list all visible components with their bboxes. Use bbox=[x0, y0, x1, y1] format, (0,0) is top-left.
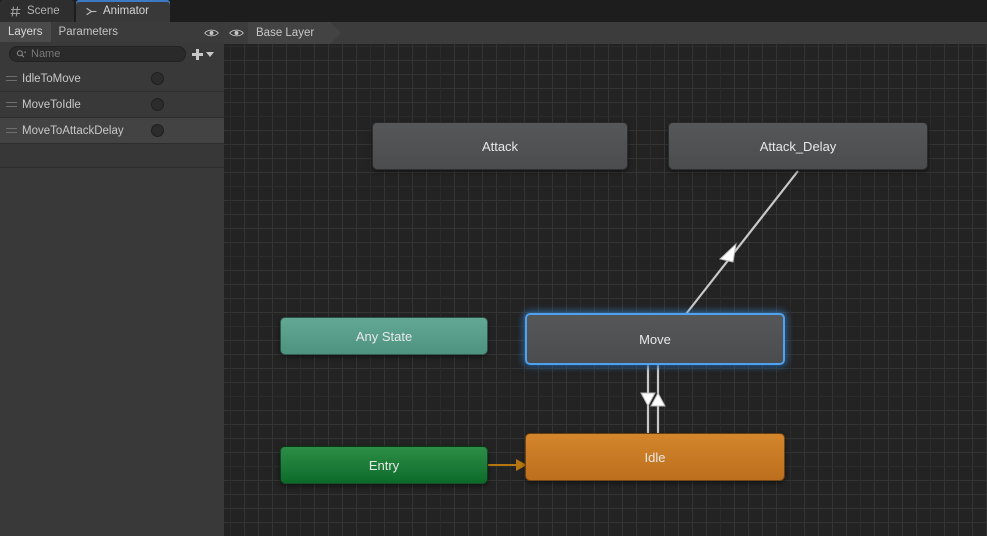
drag-handle-icon[interactable] bbox=[0, 75, 22, 82]
transition-idle-to-move bbox=[650, 365, 666, 433]
drag-handle-icon[interactable] bbox=[0, 101, 22, 108]
subtab-layers[interactable]: Layers bbox=[0, 22, 51, 42]
animator-graph-canvas[interactable]: Attack Attack_Delay Any State Move Entry… bbox=[224, 44, 987, 536]
state-node-attack[interactable]: Attack bbox=[372, 122, 628, 170]
window-tabbar: Scene Animator bbox=[0, 0, 987, 22]
tab-animator[interactable]: Animator bbox=[76, 0, 170, 22]
breadcrumb: Base Layer bbox=[224, 22, 987, 44]
transition-entry-to-idle bbox=[488, 459, 527, 471]
layer-list-item-selected[interactable]: MoveToAttackDelay bbox=[0, 118, 224, 144]
search-input-placeholder: Name bbox=[31, 48, 61, 60]
state-node-label: Idle bbox=[644, 449, 666, 465]
layer-name: MoveToAttackDelay bbox=[22, 124, 124, 137]
layer-weight-dial-icon[interactable] bbox=[151, 124, 164, 137]
transition-move-to-attack-delay bbox=[685, 170, 799, 315]
subtab-layers-label: Layers bbox=[8, 26, 43, 38]
drag-handle-icon[interactable] bbox=[0, 127, 22, 134]
state-node-label: Move bbox=[639, 331, 671, 347]
layer-list-divider bbox=[0, 167, 224, 168]
layer-search-row: Name bbox=[0, 42, 224, 66]
plus-icon bbox=[192, 48, 203, 60]
layers-panel-empty-area bbox=[0, 168, 224, 536]
tab-scene[interactable]: Scene bbox=[0, 0, 74, 22]
state-node-label: Attack_Delay bbox=[759, 138, 837, 154]
tab-animator-label: Animator bbox=[103, 5, 150, 17]
eye-icon bbox=[228, 29, 244, 37]
state-node-entry[interactable]: Entry bbox=[280, 446, 488, 484]
state-node-label: Any State bbox=[355, 328, 413, 344]
layers-panel-subtabs: Layers Parameters bbox=[0, 22, 224, 42]
caret-down-icon bbox=[206, 51, 214, 57]
layer-weight-dial-icon[interactable] bbox=[151, 98, 164, 111]
layer-list: IdleToMove MoveToIdle MoveToAttackDelay bbox=[0, 66, 224, 144]
search-input[interactable]: Name bbox=[9, 46, 186, 62]
layer-visibility-toggle[interactable] bbox=[198, 22, 224, 44]
search-icon bbox=[16, 50, 27, 58]
graph-visibility-toggle[interactable] bbox=[224, 22, 248, 44]
layers-panel: Layers Parameters Name bbox=[0, 22, 224, 536]
layer-weight-dial-icon[interactable] bbox=[151, 72, 164, 85]
eye-icon bbox=[203, 29, 219, 37]
layer-list-item[interactable]: IdleToMove bbox=[0, 66, 224, 92]
subtab-parameters[interactable]: Parameters bbox=[51, 22, 126, 42]
add-layer-button[interactable] bbox=[188, 45, 218, 63]
grid-icon bbox=[10, 6, 21, 16]
layer-list-item[interactable]: MoveToIdle bbox=[0, 92, 224, 118]
state-node-label: Attack bbox=[481, 138, 519, 154]
tab-scene-label: Scene bbox=[27, 5, 60, 17]
layer-name: MoveToIdle bbox=[22, 98, 81, 111]
state-node-label: Entry bbox=[368, 457, 400, 473]
state-node-move[interactable]: Move bbox=[525, 313, 785, 365]
state-node-attack-delay[interactable]: Attack_Delay bbox=[668, 122, 928, 170]
state-node-idle[interactable]: Idle bbox=[525, 433, 785, 481]
transition-move-to-idle bbox=[640, 365, 656, 433]
layer-name: IdleToMove bbox=[22, 72, 81, 85]
subtab-parameters-label: Parameters bbox=[58, 26, 118, 38]
breadcrumb-item-base-layer[interactable]: Base Layer bbox=[248, 22, 342, 44]
state-node-any-state[interactable]: Any State bbox=[280, 317, 488, 355]
animator-icon bbox=[86, 7, 97, 15]
breadcrumb-item-label: Base Layer bbox=[256, 27, 315, 39]
